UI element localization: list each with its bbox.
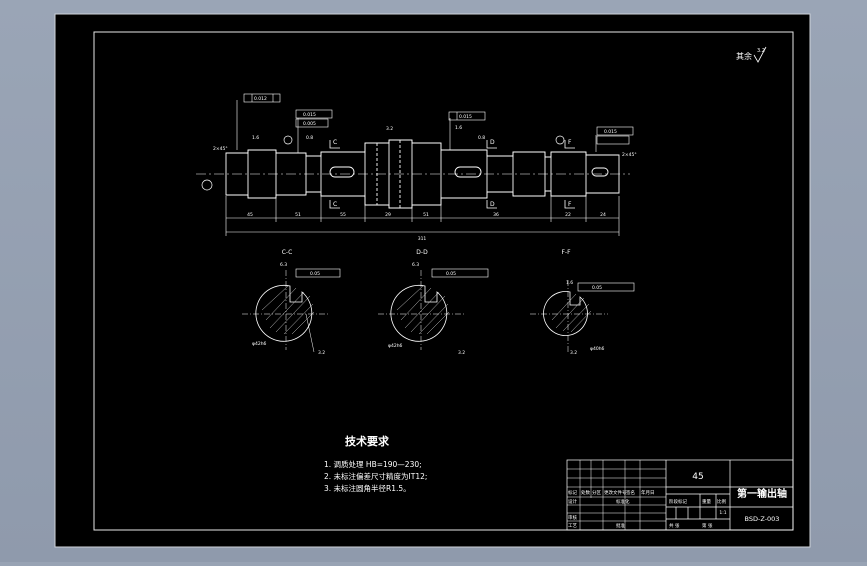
tb-label-zone: 分区 (592, 489, 601, 496)
notes-title: 技术要求 (345, 434, 390, 448)
datum-c-top: C (333, 139, 337, 146)
fcf-right-1: 0.015 (459, 114, 472, 120)
datum-f-bottom: F (568, 201, 572, 208)
tb-scale: 1:1 (719, 510, 726, 516)
fcf-sec-3: 0.05 (592, 285, 602, 291)
keyway-left (329, 166, 355, 178)
dim-seg-1: 45 (247, 212, 253, 218)
keyway-right (591, 167, 609, 177)
fcf-sec-2: 0.05 (446, 271, 456, 277)
note-1: 1. 调质处理 HB=190—230; (324, 459, 422, 469)
tb-label-sheet-no: 第 张 (702, 522, 713, 529)
tb-part-name: 第一输出轴 (737, 487, 787, 500)
tb-label-date: 年月日 (641, 489, 655, 496)
roughness-f: 0.8 (478, 135, 485, 141)
tb-label-approve: 批准 (616, 522, 625, 529)
drawing-sheet (54, 13, 811, 548)
datum-c-bottom: C (333, 201, 337, 208)
tb-label-mark: 标记 (568, 489, 577, 496)
section-dim-dd: φ42h6 (388, 343, 403, 349)
roughness-s6: 3.2 (570, 350, 577, 356)
shaft-view (196, 100, 630, 236)
datum-d-bottom: D (490, 201, 495, 208)
tb-label-scale: 比例 (717, 498, 726, 505)
dim-seg-8: 24 (600, 212, 606, 218)
datum-f-top: F (568, 139, 572, 146)
roughness-e: 1.6 (455, 125, 462, 131)
section-dim-ff: φ40h6 (590, 346, 605, 352)
roughness-note: 其余 3.2 (736, 48, 765, 61)
section-title-ff: F-F (561, 249, 571, 256)
datum-d-top: D (490, 139, 495, 146)
title-block (566, 459, 794, 531)
dim-seg-4: 29 (385, 212, 391, 218)
roughness-note-value: 3.2 (757, 48, 765, 54)
section-dim-cc: φ42h6 (252, 341, 267, 347)
tb-label-design: 设计 (568, 498, 577, 505)
keyway-mid (454, 166, 482, 178)
tb-label-weight: 重量 (702, 498, 711, 505)
roughness-s5: 3.2 (458, 350, 465, 356)
tb-material: 45 (692, 472, 703, 482)
chamfer-left: 2×45° (213, 146, 228, 152)
section-dd (378, 268, 489, 350)
tb-label-standard: 标准化 (616, 498, 630, 505)
roughness-d: 3.2 (386, 126, 393, 132)
roughness-symbol-icon (753, 46, 767, 63)
dim-seg-3: 55 (340, 212, 346, 218)
roughness-a: 1.6 (252, 135, 259, 141)
section-cc (242, 268, 341, 353)
section-ff (530, 280, 635, 352)
fcf-top-left: 0.012 (254, 96, 267, 102)
dim-seg-6: 36 (493, 212, 499, 218)
fcf-sec-1: 0.05 (310, 271, 320, 277)
roughness-s4: 3.2 (318, 350, 325, 356)
tb-label-sheets: 共 张 (669, 522, 680, 529)
tb-label-change: 更改文件号 (604, 489, 627, 496)
roughness-s1: 6.3 (280, 262, 287, 268)
fcf-right-2: 0.015 (604, 129, 617, 135)
chamfer-right: 2×45° (622, 152, 637, 158)
tb-drawing-no: BSD-Z-003 (745, 515, 780, 523)
fcf-mid-1: 0.015 (303, 112, 316, 118)
tb-label-process: 工艺 (568, 523, 577, 529)
datum-circle-icon (201, 179, 213, 191)
tb-label-sign: 签名 (626, 489, 635, 496)
tb-label-count: 处数 (581, 489, 590, 496)
drawing-frame (93, 31, 794, 531)
note-3: 3. 未标注圆角半径R1.5。 (324, 483, 411, 493)
fcf-mid-2: 0.005 (303, 121, 316, 127)
tb-label-review: 审核 (568, 514, 577, 521)
dim-seg-2: 51 (295, 212, 301, 218)
tb-label-stage: 阶段标记 (669, 498, 687, 505)
fcf-frames (243, 93, 634, 145)
note-2: 2. 未标注偏差尺寸精度为IT12; (324, 471, 427, 481)
roughness-b: 0.8 (306, 135, 313, 141)
dim-seg-5: 51 (423, 212, 429, 218)
section-title-dd: D-D (416, 249, 428, 256)
roughness-s3: 1.6 (566, 280, 573, 286)
roughness-note-label: 其余 (736, 51, 752, 61)
section-title-cc: C-C (282, 249, 293, 256)
dim-seg-7: 22 (565, 212, 571, 218)
roughness-s2: 6.3 (412, 262, 419, 268)
dim-total: 311 (418, 236, 427, 242)
